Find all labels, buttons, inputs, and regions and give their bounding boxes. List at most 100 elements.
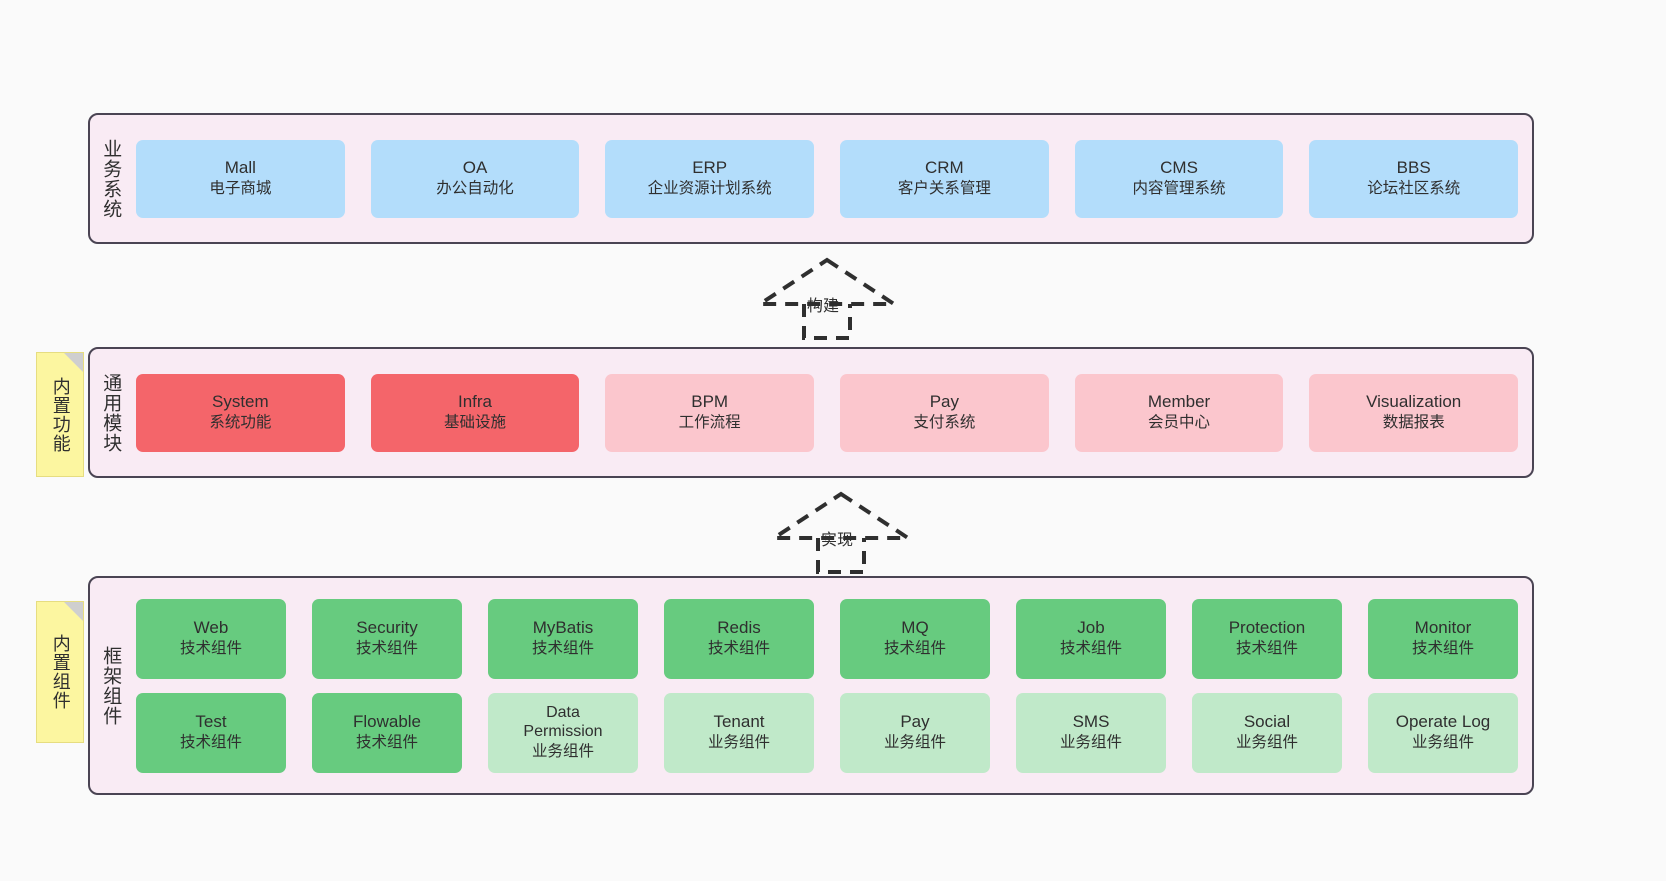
component-card-title: Pay <box>929 392 959 412</box>
component-card-subtitle: 客户关系管理 <box>897 180 991 198</box>
component-card-title: OA <box>462 158 488 178</box>
component-card-subtitle: 数据报表 <box>1382 414 1445 432</box>
component-card-title: Web <box>193 618 229 638</box>
connector-label-implement: 实现 <box>821 532 854 549</box>
component-card-title: MQ <box>901 618 929 638</box>
component-card[interactable]: Social 业务组件 <box>1192 692 1342 773</box>
component-card-title: Mall <box>224 158 256 178</box>
component-card[interactable]: SMS 业务组件 <box>1016 692 1166 773</box>
connector-implement: 实现 <box>767 491 915 574</box>
component-card-title: Operate Log <box>1395 712 1491 732</box>
arrow-head-triangle <box>753 257 901 306</box>
component-card[interactable]: ERP 企业资源计划系统 <box>605 139 815 218</box>
arrow-head-triangle <box>767 491 915 540</box>
component-card-subtitle: 业务组件 <box>707 734 770 752</box>
component-card-subtitle: 业务组件 <box>883 734 946 752</box>
component-card-subtitle: 电子商城 <box>209 180 272 198</box>
sticky-note-builtin-features: 内置功能 <box>36 352 84 477</box>
sticky-note-label: 内置功能 <box>50 376 71 453</box>
component-card-title: ERP <box>692 158 728 178</box>
layer-title-framework-components: 框架组件 <box>100 645 122 726</box>
component-card[interactable]: Member 会员中心 <box>1074 373 1284 452</box>
component-card-subtitle: 企业资源计划系统 <box>647 180 772 198</box>
layer-title-common-modules: 通用模块 <box>100 372 122 453</box>
component-card-title: Flowable <box>352 712 422 732</box>
sticky-note-builtin-components: 内置组件 <box>36 601 84 743</box>
component-card-subtitle: 业务组件 <box>1059 734 1122 752</box>
component-card[interactable]: Tenant 业务组件 <box>664 692 814 773</box>
note-fold-corner-icon <box>64 353 83 372</box>
component-card-subtitle: 基础设施 <box>444 414 507 432</box>
component-card-subtitle: 业务组件 <box>1235 734 1298 752</box>
layer-title-business-systems: 业务系统 <box>100 138 122 219</box>
component-card-title: CRM <box>924 158 964 178</box>
component-card-subtitle: 会员中心 <box>1148 414 1211 432</box>
component-card-subtitle: 内容管理系统 <box>1132 180 1226 198</box>
component-card[interactable]: Monitor 技术组件 <box>1368 598 1518 679</box>
component-card-title: Protection <box>1228 618 1306 638</box>
component-card-subtitle: 技术组件 <box>179 640 242 658</box>
component-card-subtitle: 技术组件 <box>355 734 418 752</box>
component-card-subtitle: 业务组件 <box>1411 734 1474 752</box>
component-card-subtitle: 技术组件 <box>1411 640 1474 658</box>
component-card[interactable]: MQ 技术组件 <box>840 598 990 679</box>
component-card[interactable]: Pay 业务组件 <box>840 692 990 773</box>
component-card[interactable]: Mall 电子商城 <box>136 139 345 218</box>
component-card[interactable]: CRM 客户关系管理 <box>840 139 1049 218</box>
note-fold-corner-icon <box>64 602 83 621</box>
component-card-subtitle: 业务组件 <box>531 742 594 760</box>
component-card-subtitle: 技术组件 <box>1235 640 1298 658</box>
component-card-title: Security <box>356 618 418 638</box>
component-card[interactable]: Protection 技术组件 <box>1192 598 1342 679</box>
layer-panel-business-systems[interactable]: 业务系统 Mall 电子商城 OA 办公自动化 ERP 企业资源计划系统 CRM 客户关系管理… <box>88 113 1534 244</box>
component-card-subtitle: 技术组件 <box>883 640 946 658</box>
component-card-subtitle: 办公自动化 <box>436 180 514 198</box>
component-card-title: Pay <box>900 712 930 732</box>
component-card[interactable]: Web 技术组件 <box>136 598 286 679</box>
component-card-title: MyBatis <box>532 618 594 638</box>
component-card-subtitle: 技术组件 <box>1059 640 1122 658</box>
component-card-title: Member <box>1147 392 1211 412</box>
component-card[interactable]: Operate Log 业务组件 <box>1368 692 1518 773</box>
component-card-title: SMS <box>1072 712 1110 732</box>
component-card-subtitle: 技术组件 <box>707 640 770 658</box>
arrow-stem <box>816 538 866 574</box>
connector-label-build: 构建 <box>807 298 840 315</box>
component-card[interactable]: BBS 论坛社区系统 <box>1309 139 1519 218</box>
component-card-title: Tenant <box>713 712 765 732</box>
component-card[interactable]: OA 办公自动化 <box>370 139 580 218</box>
component-card-subtitle: 论坛社区系统 <box>1367 180 1461 198</box>
component-card-title: Test <box>195 712 227 732</box>
component-card[interactable]: Job 技术组件 <box>1016 598 1166 679</box>
component-card-subtitle: 工作流程 <box>678 414 741 432</box>
component-card[interactable]: Flowable 技术组件 <box>312 692 462 773</box>
sticky-note-label: 内置组件 <box>50 634 71 710</box>
component-card-title: BBS <box>1396 158 1431 178</box>
component-card-title: Social <box>1243 712 1291 732</box>
component-card-title: Monitor <box>1414 618 1472 638</box>
connector-build: 构建 <box>753 257 901 340</box>
component-card-title: Job <box>1077 618 1105 638</box>
